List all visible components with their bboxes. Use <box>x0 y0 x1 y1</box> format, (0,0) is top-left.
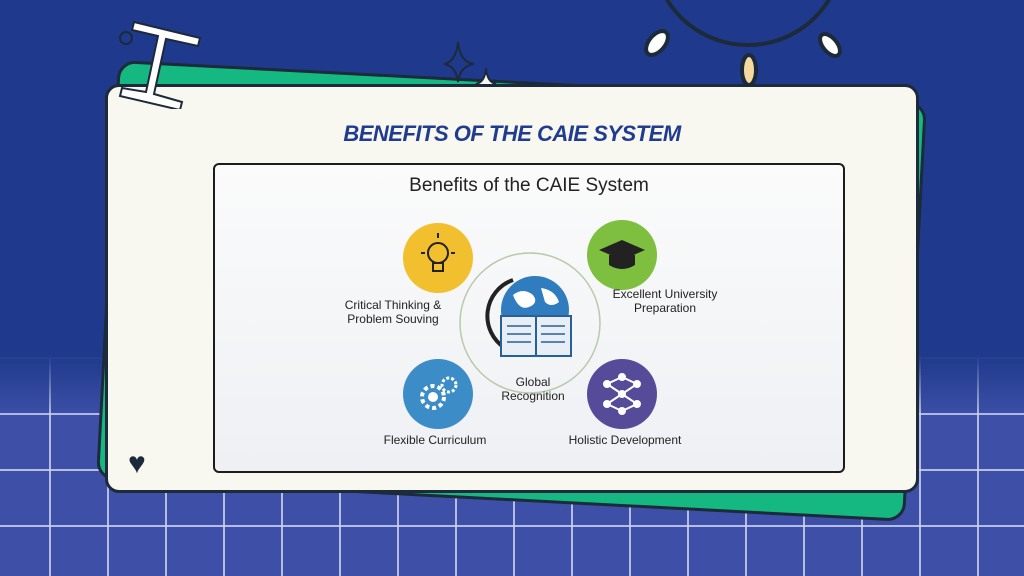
graduation-cap-icon <box>587 220 657 290</box>
item-label-holistic-development: Holistic Development <box>568 433 682 447</box>
gears-icon <box>403 359 473 429</box>
diagram-title: Benefits of the CAIE System <box>409 175 649 196</box>
item-label-university-preparation: Excellent University Preparation <box>612 287 718 315</box>
globe-book-icon <box>485 276 572 357</box>
network-icon <box>587 359 657 429</box>
item-label-flexible-curriculum: Flexible Curriculum <box>383 433 487 447</box>
slide-title: BENEFITS OF THE CAIE SYSTEM <box>343 121 681 146</box>
lightbulb-icon <box>403 223 473 293</box>
slide-card: BENEFITS OF THE CAIE SYSTEM Benefits of … <box>105 84 919 493</box>
i-beam-decoration <box>118 20 202 109</box>
diagram-image: Benefits of the CAIE System Global Recog… <box>213 163 845 473</box>
item-label-critical-thinking: Critical Thinking & Problem Souving <box>344 298 442 326</box>
center-ring <box>459 252 601 394</box>
center-label: Global Recognition <box>501 375 565 403</box>
sun-decoration <box>644 0 842 87</box>
heart-icon[interactable]: ♥ <box>128 447 146 480</box>
